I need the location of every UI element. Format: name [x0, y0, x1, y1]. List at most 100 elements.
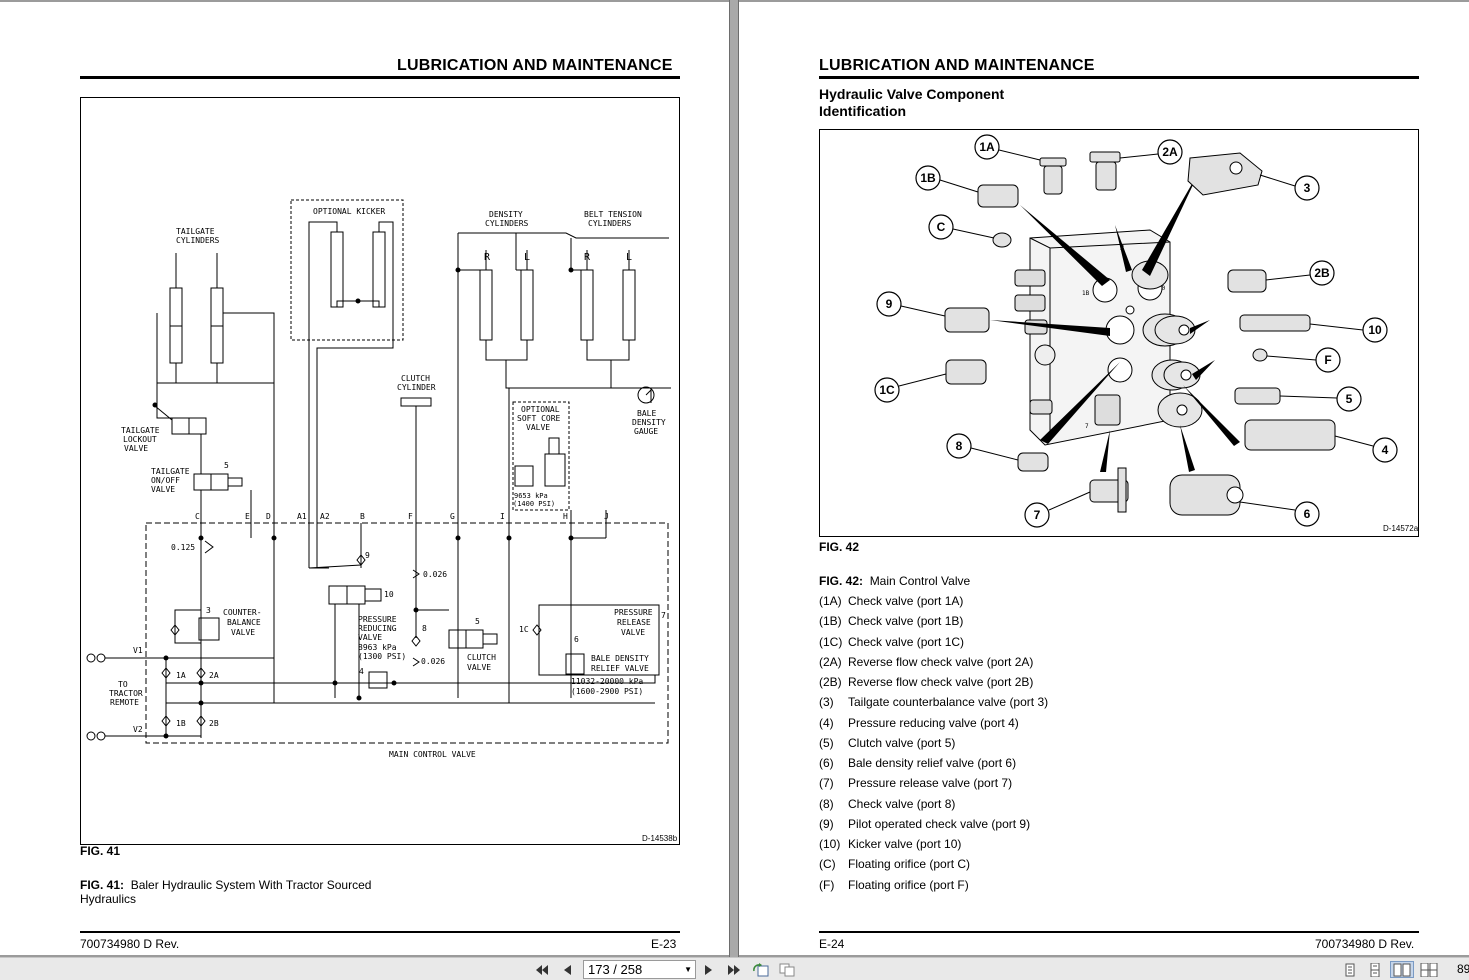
- last-page-icon[interactable]: [725, 961, 743, 978]
- pressure-release-box: [538, 604, 660, 676]
- legend-code: (2B): [819, 675, 842, 689]
- prev-page-icon[interactable]: [558, 961, 576, 978]
- legend-text: Check valve (port 8): [848, 796, 956, 811]
- first-page-icon[interactable]: [533, 961, 551, 978]
- figure-42-frame: 3 1B 10 7: [819, 129, 1419, 537]
- sub-heading-line-1: Hydraulic Valve Component: [819, 86, 1005, 102]
- header-rule: [819, 76, 1419, 79]
- callout-7: 7: [1034, 508, 1041, 522]
- legend-code: (5): [819, 735, 834, 750]
- figure-41-frame: TAILGATE CYLINDERS TAILGATE LOCKOUT VALV…: [80, 97, 680, 845]
- tailgate-lockout-label-3: VALVE: [124, 444, 148, 453]
- two-page-continuous-icon[interactable]: [1418, 961, 1440, 978]
- list-item: (6)Bale density relief valve (port 6): [819, 756, 1048, 776]
- legend-text: Bale density relief valve (port 6): [848, 756, 1017, 770]
- counterbalance-label: COUNTER-: [223, 608, 262, 617]
- legend-code: (C): [819, 857, 836, 872]
- list-item: (2A)Reverse flow check valve (port 2A): [819, 655, 1048, 675]
- page-e23: LUBRICATION AND MAINTENANCE TAILGATE CYL…: [0, 2, 729, 955]
- port-f: F: [408, 512, 413, 521]
- legend-text: Check valve (port 1A): [848, 594, 964, 608]
- list-item: (2B) Reverse flow check valve (port 2B): [819, 675, 1048, 695]
- legend-text: Floating orifice (port C): [848, 857, 971, 872]
- page-indicator: 173 / 258: [588, 962, 643, 977]
- callout-5: 5: [1346, 392, 1353, 406]
- callout-c: C: [937, 220, 946, 234]
- kicker-cylinder-left: [330, 231, 344, 308]
- footer-page-number: E-24: [819, 937, 845, 951]
- figure-41-caption: FIG. 41: Baler Hydraulic System With Tra…: [80, 878, 380, 906]
- sub-heading: Hydraulic Valve Component Identification: [819, 86, 1004, 120]
- tailgate-lockout-label: TAILGATE: [121, 426, 160, 435]
- sub-heading-line-2: Identification: [819, 103, 907, 119]
- main-control-valve-label: MAIN CONTROL VALVE: [389, 750, 476, 759]
- list-item: (3)Tailgate counterbalance valve (port 3…: [819, 695, 1048, 715]
- header-rule: [80, 76, 680, 79]
- legend-text: Check valve (port 1B): [848, 614, 964, 629]
- num-10: 10: [384, 590, 394, 599]
- fit-icon[interactable]: [778, 961, 796, 978]
- belt-tension-label-2: CYLINDERS: [588, 219, 632, 228]
- callout-2b: 2B: [1314, 266, 1330, 280]
- viewer-toolbar: 173 / 258 ▼ 89: [0, 957, 1469, 980]
- belt-tension-label: BELT TENSION: [584, 210, 642, 219]
- list-item: (9)Pilot operated check valve (port 9): [819, 817, 1048, 837]
- to-tractor-label: TO: [118, 680, 128, 689]
- num-2b: 2B: [209, 719, 219, 728]
- legend-text: Reverse flow check valve (port 2B): [848, 675, 1034, 689]
- legend-code: (1A): [819, 594, 842, 608]
- soft-core-pressure-2: (1400 PSI): [513, 500, 555, 508]
- pressure-release-label-2: RELEASE: [617, 618, 651, 627]
- caption-text: Baler Hydraulic System With Tractor Sour…: [80, 878, 372, 906]
- optional-kicker-box: [290, 199, 404, 341]
- continuous-icon[interactable]: [1366, 961, 1384, 978]
- rotate-icon[interactable]: [752, 961, 770, 978]
- optional-kicker-label: OPTIONAL KICKER: [313, 207, 385, 216]
- legend-text: Clutch valve (port 5): [848, 735, 956, 750]
- document-viewer: LUBRICATION AND MAINTENANCE TAILGATE CYL…: [0, 0, 1469, 957]
- legend-text: Pressure release valve (port 7): [848, 776, 1013, 791]
- legend-text: Check valve (port 1C): [848, 634, 965, 649]
- num-5a: 5: [224, 461, 229, 470]
- zoom-level[interactable]: 89: [1457, 962, 1469, 976]
- next-page-icon[interactable]: [700, 961, 718, 978]
- callout-10: 10: [1368, 323, 1382, 337]
- relief-label-2: RELIEF VALVE: [591, 664, 649, 673]
- num-1b: 1B: [176, 719, 186, 728]
- page-number-input[interactable]: 173 / 258 ▼: [583, 960, 696, 979]
- num-5b: 5: [475, 617, 480, 626]
- bale-density-relief-symbol: [565, 653, 585, 675]
- block-num-1b: 1B: [1082, 290, 1090, 297]
- legend-text: Tailgate counterbalance valve (port 3): [848, 695, 1049, 710]
- list-item: (F)Floating orifice (port F): [819, 878, 1048, 898]
- v2-label: V2: [133, 725, 143, 734]
- single-page-icon[interactable]: [1341, 961, 1359, 978]
- page-e24: LUBRICATION AND MAINTENANCE Hydraulic Va…: [739, 2, 1469, 955]
- hydraulic-schematic: TAILGATE CYLINDERS TAILGATE LOCKOUT VALV…: [86, 199, 671, 759]
- v1-label: V1: [133, 646, 143, 655]
- callout-6: 6: [1304, 507, 1311, 521]
- legend-code: (2A): [819, 654, 842, 669]
- legend-text: Kicker valve (port 10): [848, 837, 962, 851]
- port-c: C: [195, 512, 200, 521]
- counterbalance-label-3: VALVE: [231, 628, 255, 637]
- footer-doc-number: 700734980 D Rev.: [1315, 937, 1415, 951]
- cyl-letter-r1: R: [484, 252, 491, 263]
- page-gutter: [729, 0, 739, 957]
- legend-code: (1B): [819, 614, 842, 629]
- figure-41-id: D-14538b: [642, 834, 678, 843]
- pressure-reducing-label-3: VALVE: [358, 633, 382, 642]
- clutch-cylinder: [400, 397, 432, 407]
- chevron-down-icon[interactable]: ▼: [684, 965, 692, 974]
- num-8: 8: [422, 624, 427, 633]
- tailgate-lockout-label-2: LOCKOUT: [123, 435, 157, 444]
- gauge-label-2: DENSITY: [632, 418, 666, 427]
- legend-code: (8): [819, 796, 834, 811]
- orifice-0026-a: 0.026: [423, 570, 447, 579]
- tailgate-onoff-label-3: VALVE: [151, 485, 175, 494]
- gauge-label: BALE: [637, 409, 656, 418]
- to-tractor-label-3: REMOTE: [110, 698, 139, 707]
- footer-rule: [80, 931, 680, 933]
- component-legend: (1A) Check valve (port 1A) (1B) Check valv…: [819, 594, 1048, 898]
- two-page-icon[interactable]: [1390, 961, 1414, 978]
